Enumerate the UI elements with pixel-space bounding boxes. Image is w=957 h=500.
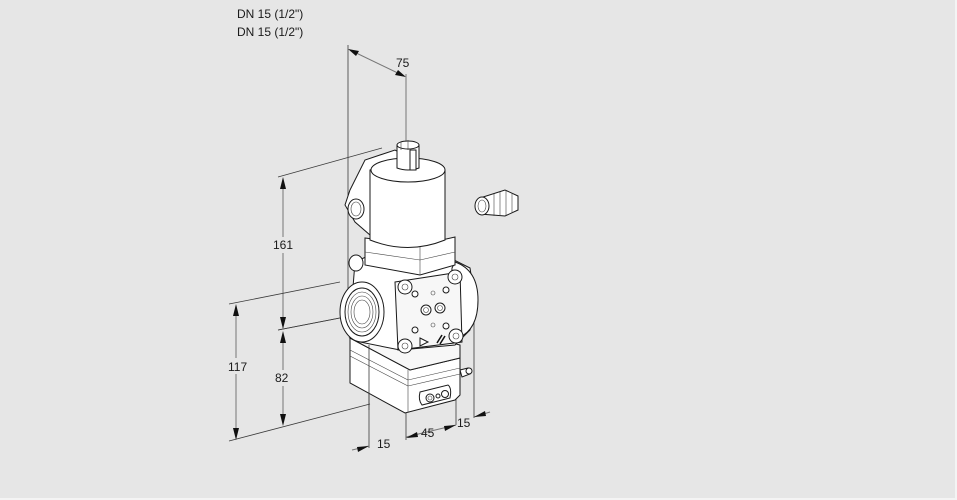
solenoid-coil bbox=[344, 140, 446, 248]
dimension-75: 75 bbox=[347, 45, 410, 330]
dimension-117: 117 bbox=[226, 281, 371, 442]
cable-gland bbox=[474, 189, 519, 217]
svg-text:15: 15 bbox=[457, 416, 471, 430]
svg-text:75: 75 bbox=[396, 56, 410, 70]
svg-text:45: 45 bbox=[421, 426, 435, 440]
dimension-bottom: 15 45 15 bbox=[351, 310, 491, 452]
size-label-1: DN 15 (1/2") bbox=[237, 7, 304, 21]
svg-text:82: 82 bbox=[275, 371, 289, 385]
size-label-2: DN 15 (1/2") bbox=[237, 25, 304, 39]
svg-text:15: 15 bbox=[377, 437, 391, 451]
valve-assembly bbox=[339, 140, 479, 414]
svg-text:117: 117 bbox=[228, 360, 247, 374]
svg-text:161: 161 bbox=[273, 238, 293, 252]
dimension-82: 82 bbox=[274, 331, 294, 426]
valve-body bbox=[339, 254, 479, 354]
